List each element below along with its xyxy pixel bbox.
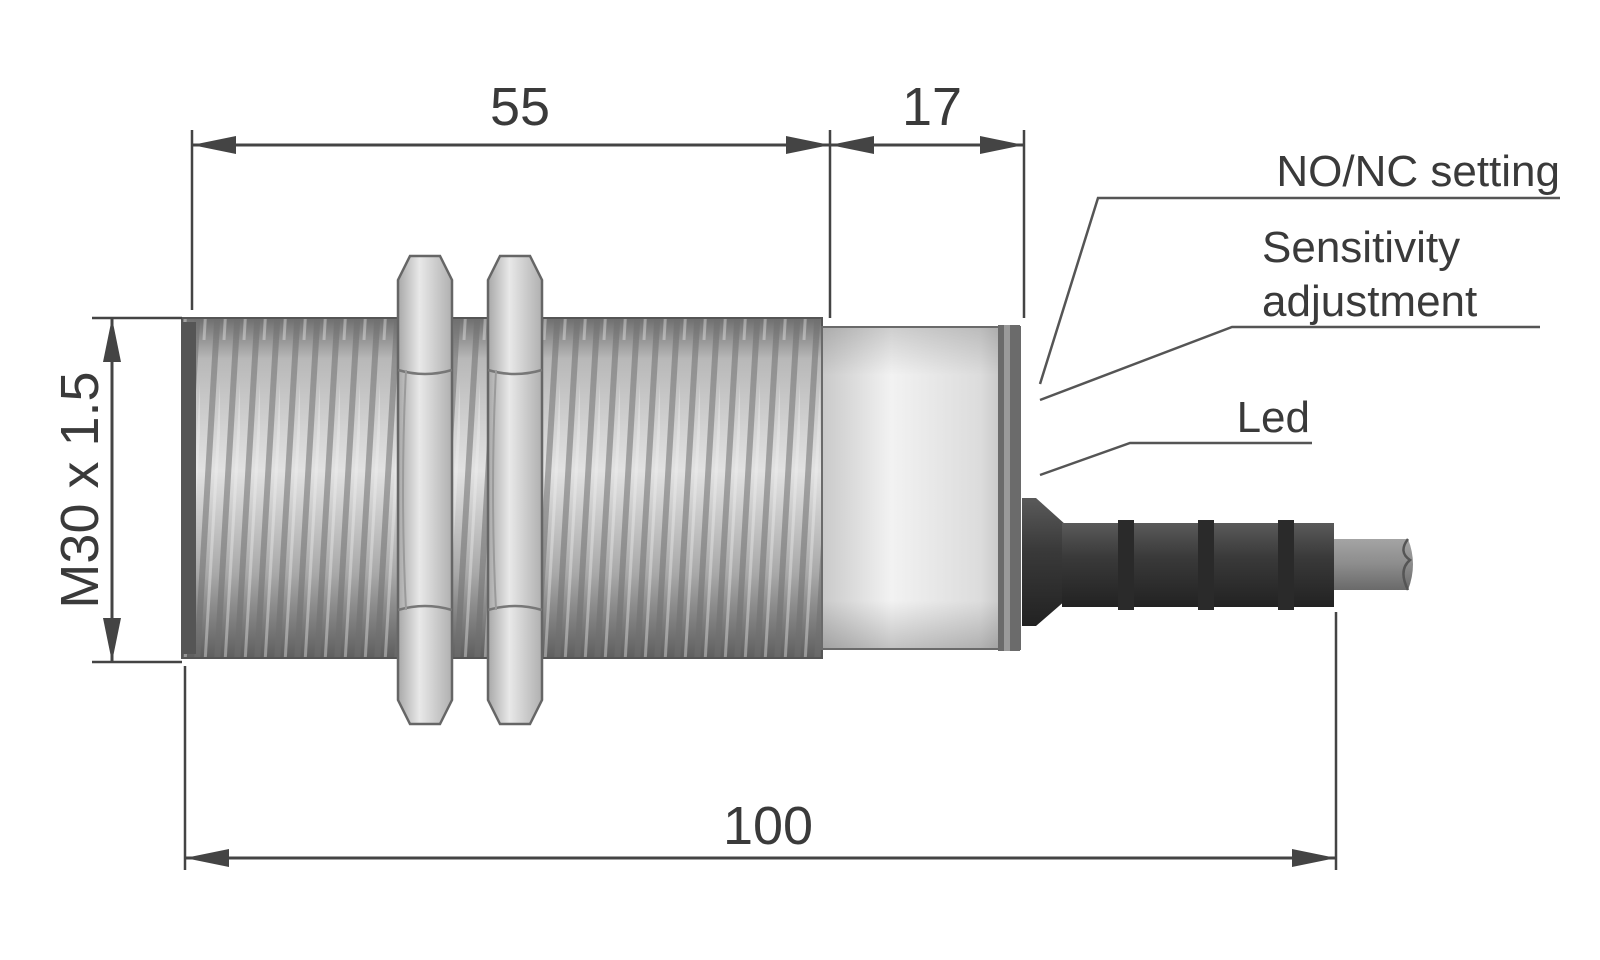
cable-gland bbox=[1022, 498, 1066, 626]
dim-label-55: 55 bbox=[490, 77, 550, 137]
lock-nut-left bbox=[396, 254, 454, 726]
callout-sensitivity-line2: adjustment bbox=[1262, 277, 1477, 326]
leader-no-nc bbox=[1038, 196, 1560, 385]
dimension-55 bbox=[192, 136, 830, 154]
dimension-100 bbox=[185, 849, 1336, 867]
dim-label-17: 17 bbox=[902, 77, 962, 137]
leader-led bbox=[1039, 441, 1312, 477]
dim-label-100: 100 bbox=[723, 796, 813, 856]
sensor-head bbox=[821, 325, 1021, 651]
dimension-17 bbox=[830, 136, 1024, 154]
lock-nut-right bbox=[486, 254, 544, 726]
callout-sensitivity-line1: Sensitivity bbox=[1262, 223, 1460, 272]
dim-label-thread-spec: M30 x 1.5 bbox=[50, 371, 110, 608]
dimension-thread bbox=[103, 318, 121, 662]
leader-sensitivity bbox=[1039, 325, 1540, 402]
callout-led: Led bbox=[1237, 393, 1310, 442]
cable-strain-relief bbox=[1062, 520, 1334, 610]
cable-end bbox=[1334, 538, 1413, 591]
callout-no-nc: NO/NC setting bbox=[1276, 147, 1560, 196]
